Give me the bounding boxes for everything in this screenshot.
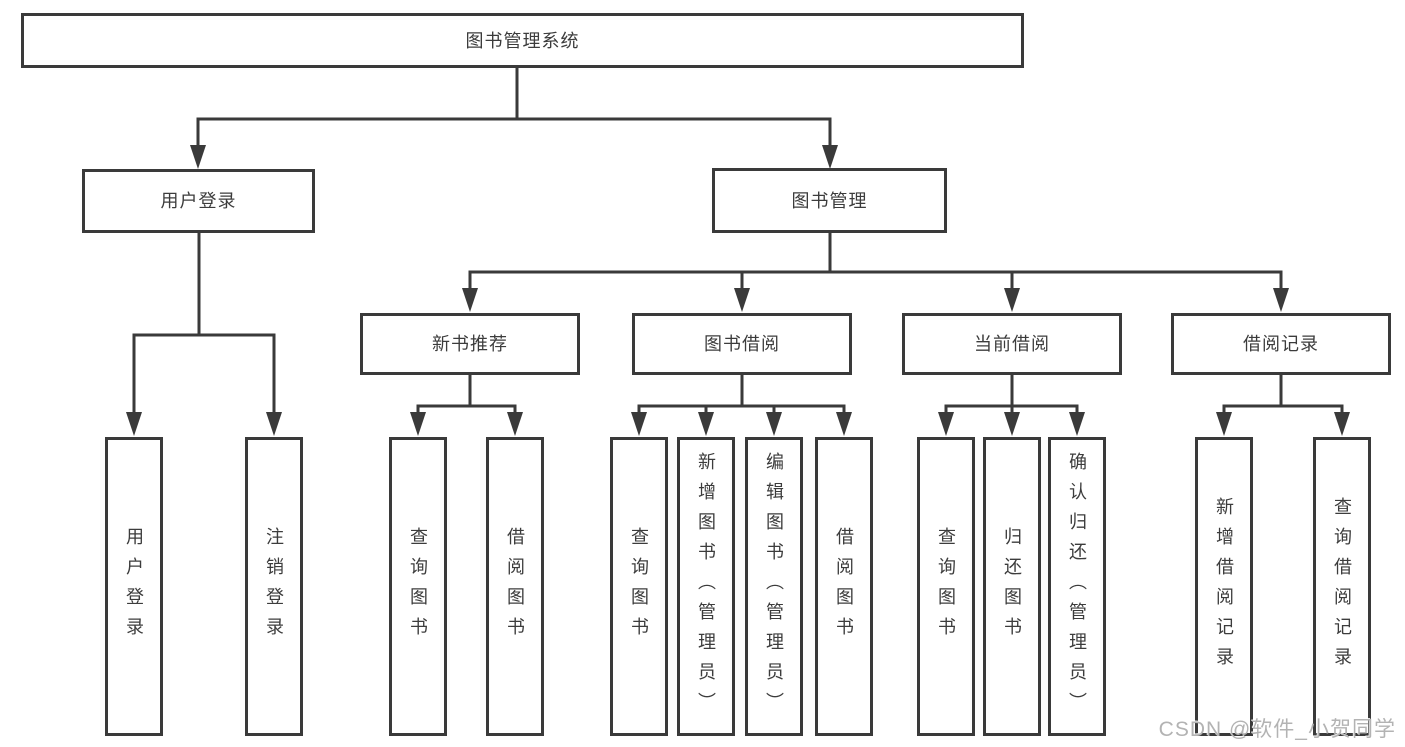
- leaf-label: 新增借阅记录: [1214, 496, 1234, 677]
- leaf-label: 新增图书（管理员）: [696, 451, 716, 722]
- leaf-label: 查询图书: [629, 526, 649, 647]
- node-root: 图书管理系统: [21, 13, 1024, 68]
- connector-borrowrecords-to-leaves: [1222, 375, 1344, 416]
- node-borrow-records: 借阅记录: [1171, 313, 1391, 375]
- leaf-label: 借阅图书: [505, 526, 525, 647]
- leaf-label: 编辑图书（管理员）: [764, 451, 784, 722]
- node-book-borrow: 图书借阅: [632, 313, 852, 375]
- connector-bookborrow-to-leaves: [637, 375, 846, 416]
- leaf-label: 查询借阅记录: [1332, 496, 1352, 677]
- leaf-cb-query-books: 查询图书: [917, 437, 975, 736]
- leaf-label: 用户登录: [124, 526, 144, 647]
- leaf-user-login: 用户登录: [105, 437, 163, 736]
- csdn-watermark: CSDN @软件_小贺同学: [1158, 718, 1396, 741]
- connector-root-to-level2: [196, 68, 832, 150]
- node-book-management: 图书管理: [712, 168, 947, 233]
- connector-currentborrow-to-leaves: [944, 375, 1079, 416]
- connector-newbookrec-to-leaves: [416, 375, 517, 416]
- leaf-bb-edit-books-admin: 编辑图书（管理员）: [745, 437, 803, 736]
- leaf-br-add-record: 新增借阅记录: [1195, 437, 1253, 736]
- leaf-cb-confirm-return-admin: 确认归还（管理员）: [1048, 437, 1106, 736]
- leaf-logout-login: 注销登录: [245, 437, 303, 736]
- connector-userlogin-to-leaves: [132, 233, 276, 416]
- leaf-label: 借阅图书: [834, 526, 854, 647]
- leaf-label: 查询图书: [936, 526, 956, 647]
- leaf-label: 查询图书: [408, 526, 428, 647]
- node-current-borrow: 当前借阅: [902, 313, 1122, 375]
- leaf-label: 注销登录: [264, 526, 284, 647]
- leaf-bb-add-books-admin: 新增图书（管理员）: [677, 437, 735, 736]
- leaf-bb-borrow-books: 借阅图书: [815, 437, 873, 736]
- connector-bookmgmt-to-level3: [468, 233, 1283, 292]
- leaf-br-query-record: 查询借阅记录: [1313, 437, 1371, 736]
- leaf-cb-return-books: 归还图书: [983, 437, 1041, 736]
- leaf-label: 归还图书: [1002, 526, 1022, 647]
- leaf-label: 确认归还（管理员）: [1067, 451, 1087, 722]
- leaf-bb-query-books: 查询图书: [610, 437, 668, 736]
- node-user-login: 用户登录: [82, 169, 315, 233]
- leaf-nbr-borrow-books: 借阅图书: [486, 437, 544, 736]
- leaf-nbr-query-books: 查询图书: [389, 437, 447, 736]
- node-new-book-recommend: 新书推荐: [360, 313, 580, 375]
